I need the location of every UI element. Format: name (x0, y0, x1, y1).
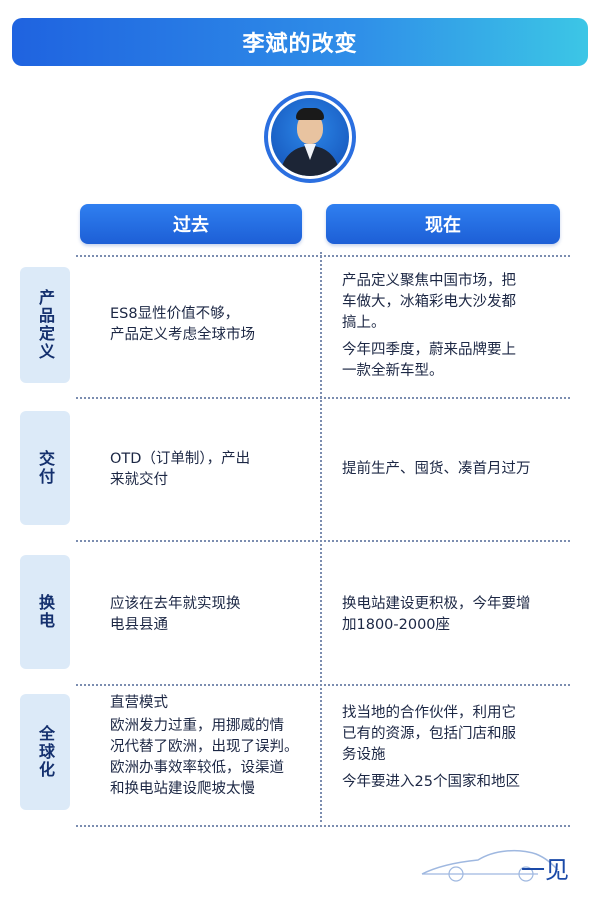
cell-text: 提前生产、囤货、凑首月过万 (342, 461, 531, 477)
cell-text: 产品定义聚焦中国市场，把 车做大，冰箱彩电大沙发都 搞上。 (342, 273, 516, 331)
column-header-past: 过去 (80, 204, 302, 244)
row-label-globalization: 全球化 (20, 694, 70, 810)
cell-text: 直营模式 (110, 695, 168, 711)
column-divider (320, 252, 322, 822)
cell-text: ES8显性价值不够， 产品定义考虑全球市场 (110, 306, 255, 343)
cell-text: 找当地的合作伙伴，利用它 已有的资源，包括门店和服 务设施 (342, 705, 516, 763)
cell-text: 换电站建设更积极，今年要增 加1800-2000座 (342, 596, 531, 633)
title-banner: 李斌的改变 (12, 18, 588, 66)
cell-text: 今年要进入25个国家和地区 (342, 774, 520, 790)
row-label-text: 全球化 (36, 725, 55, 779)
row-label-battery-swap: 换电 (20, 555, 70, 669)
cell-now-battery-swap: 换电站建设更积极，今年要增 加1800-2000座 (342, 594, 558, 642)
car-logo-icon (421, 849, 559, 882)
cell-now-delivery: 提前生产、囤货、凑首月过万 (342, 459, 558, 486)
cell-text: 今年四季度，蔚来品牌要上 一款全新车型。 (342, 342, 516, 379)
cell-past-battery-swap: 应该在去年就实现换 电县县通 (110, 594, 310, 642)
row-label-text: 换电 (36, 594, 55, 630)
column-header-now: 现在 (326, 204, 560, 244)
row-label-text: 产品定义 (36, 289, 55, 361)
avatar (264, 91, 356, 183)
cell-past-product-definition: ES8显性价值不够， 产品定义考虑全球市场 (110, 304, 310, 352)
row-label-text: 交付 (36, 450, 55, 486)
brand-logo-text: 一见 (521, 856, 569, 884)
portrait-photo (271, 98, 349, 176)
cell-text: OTD（订单制），产出 来就交付 (110, 451, 251, 488)
row-divider (76, 540, 570, 542)
cell-text: 应该在去年就实现换 电县县通 (110, 596, 241, 633)
cell-past-globalization: 直营模式 欧洲发力过重，用挪威的情 况代替了欧洲，出现了误判。 欧洲办事效率较低… (110, 693, 320, 806)
row-divider (76, 825, 570, 827)
column-header-now-label: 现在 (425, 215, 461, 236)
cell-past-delivery: OTD（订单制），产出 来就交付 (110, 449, 310, 497)
row-divider (76, 255, 570, 257)
cell-now-product-definition: 产品定义聚焦中国市场，把 车做大，冰箱彩电大沙发都 搞上。 今年四季度，蔚来品牌… (342, 271, 558, 388)
page-title: 李斌的改变 (242, 32, 358, 57)
row-label-delivery: 交付 (20, 411, 70, 525)
cell-text: 欧洲发力过重，用挪威的情 况代替了欧洲，出现了误判。 欧洲办事效率较低，设渠道 … (110, 718, 299, 797)
row-divider (76, 684, 570, 686)
row-divider (76, 397, 570, 399)
cell-now-globalization: 找当地的合作伙伴，利用它 已有的资源，包括门店和服 务设施 今年要进入25个国家… (342, 703, 558, 799)
column-header-past-label: 过去 (173, 215, 209, 236)
row-label-product-definition: 产品定义 (20, 267, 70, 383)
